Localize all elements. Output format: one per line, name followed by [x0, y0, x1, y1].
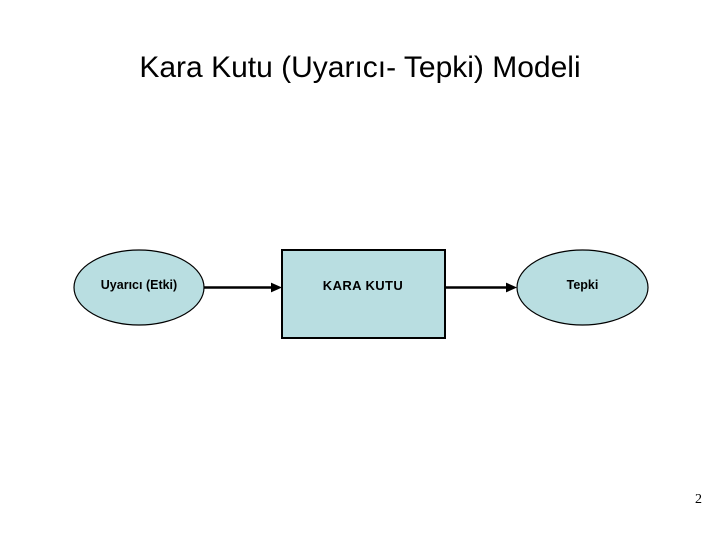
page-number: 2 — [695, 492, 702, 507]
page-title: Kara Kutu (Uyarıcı- Tepki) Modeli — [139, 51, 581, 84]
node-shape-stimulus[interactable] — [73, 249, 205, 326]
node-shape-response[interactable] — [516, 249, 649, 326]
arrow-blackbox-to-response — [446, 282, 517, 293]
node-shape-blackbox[interactable] — [281, 249, 446, 339]
arrow-stimulus-to-blackbox — [204, 282, 282, 293]
